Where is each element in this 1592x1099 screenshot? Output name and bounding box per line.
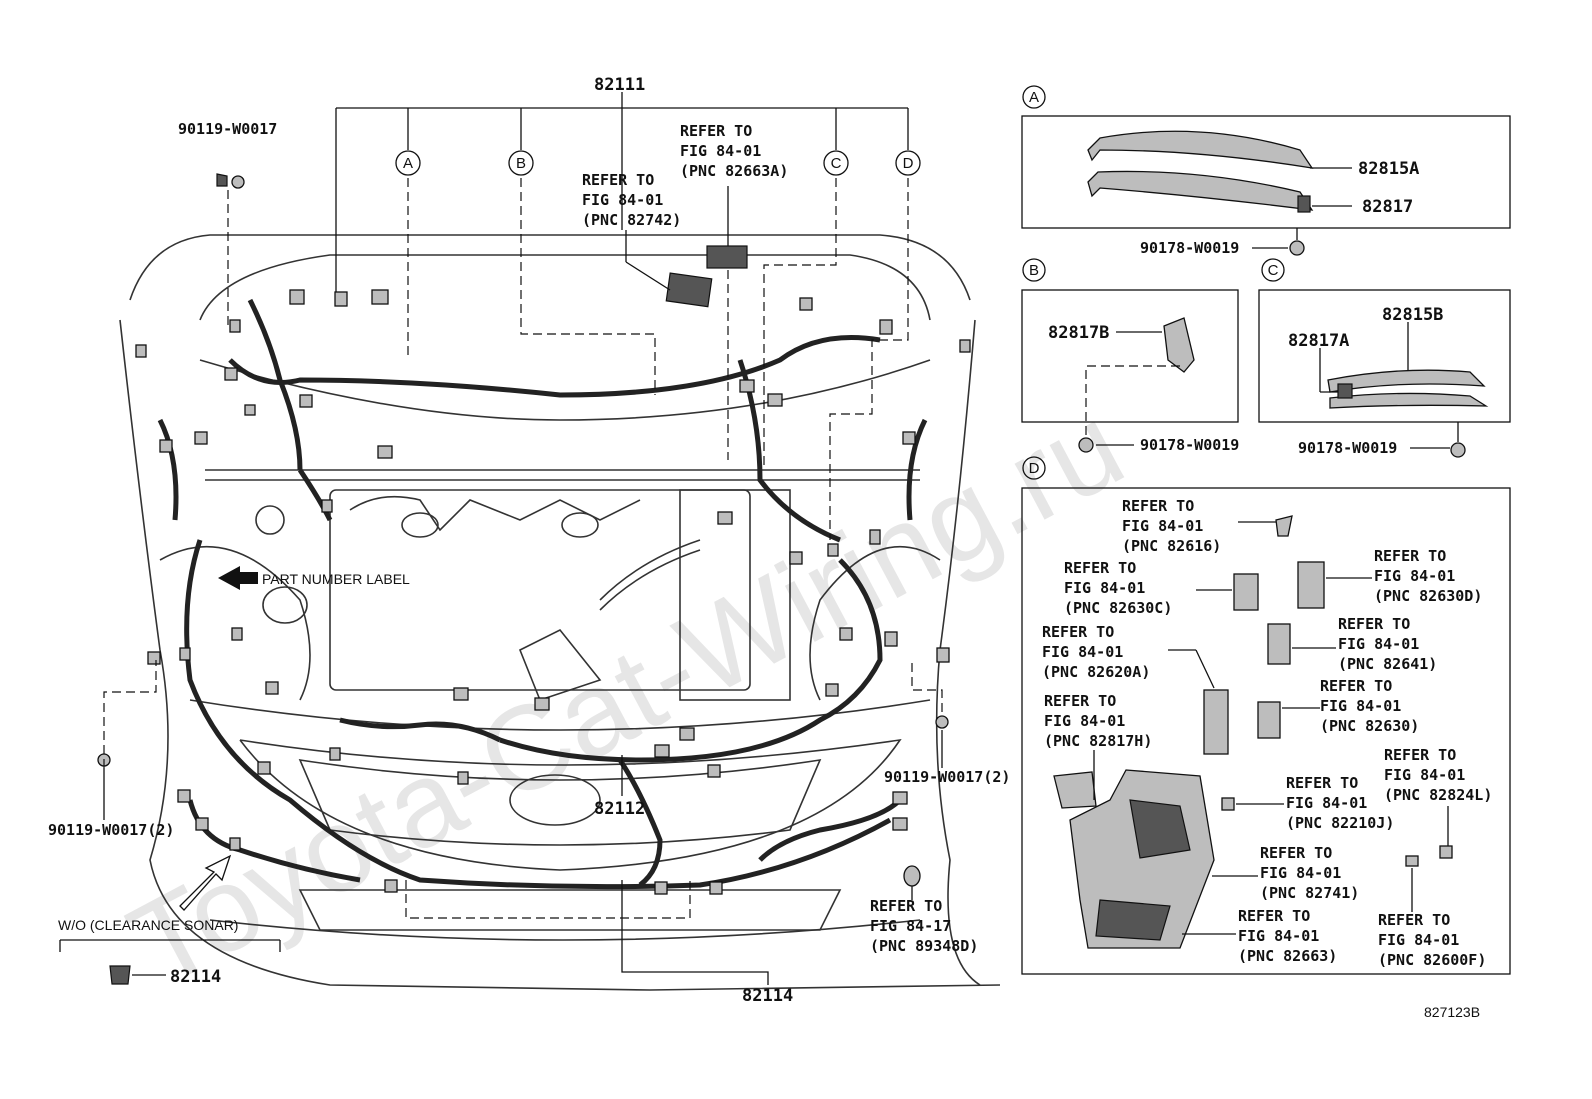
refer-line: (PNC 82641) xyxy=(1338,655,1437,673)
main-circle-tags: A B C D xyxy=(395,150,921,176)
refer-line: (PNC 82620A) xyxy=(1042,663,1150,681)
refer-line: FIG 84-01 xyxy=(1320,697,1401,715)
panel-c-part-90178: 90178-W0019 xyxy=(1298,439,1397,457)
refer-line: REFER TO xyxy=(1260,844,1332,862)
refer-line: (PNC 82630) xyxy=(1320,717,1419,735)
refer-line: FIG 84-01 xyxy=(1378,931,1459,949)
refer-line: REFER TO xyxy=(1044,692,1116,710)
refer-line: FIG 84-01 xyxy=(1374,567,1455,585)
panel-d-refer-82663: REFER TO FIG 84-01 (PNC 82663) xyxy=(1238,907,1337,965)
callout-lines xyxy=(59,92,943,985)
refer-line: (PNC 82817H) xyxy=(1044,732,1152,750)
panel-d-refer-82630c: REFER TO FIG 84-01 (PNC 82630C) xyxy=(1064,559,1172,617)
panel-a-part-90178: 90178-W0019 xyxy=(1140,239,1239,257)
panel-a-part-82815a: 82815A xyxy=(1358,159,1419,179)
refer-line: REFER TO xyxy=(1238,907,1310,925)
panel-b-part-82817b: 82817B xyxy=(1048,323,1109,343)
refer-line: FIG 84-01 xyxy=(1042,643,1123,661)
panel-d-refer-82630: REFER TO FIG 84-01 (PNC 82630) xyxy=(1320,677,1419,735)
refer-82663a-line3: (PNC 82663A) xyxy=(680,162,788,180)
circle-tag-b: B xyxy=(516,155,526,172)
panel-d-refer-82741: REFER TO FIG 84-01 (PNC 82741) xyxy=(1260,844,1359,902)
refer-line: FIG 84-01 xyxy=(1044,712,1125,730)
part-number-82114-wo: 82114 xyxy=(170,967,221,987)
refer-line: (PNC 82616) xyxy=(1122,537,1221,555)
main-labels: 82111 90119-W0017 REFER TO FIG 84-01 (PN… xyxy=(48,75,1010,1006)
refer-line: (PNC 82210J) xyxy=(1286,814,1394,832)
panel-d-refer-82824l: REFER TO FIG 84-01 (PNC 82824L) xyxy=(1384,746,1492,804)
circle-tag-d: D xyxy=(903,155,914,172)
refer-line: REFER TO xyxy=(1320,677,1392,695)
refer-line: FIG 84-01 xyxy=(1238,927,1319,945)
refer-line: REFER TO xyxy=(1042,623,1114,641)
refer-line: FIG 84-01 xyxy=(1260,864,1341,882)
part-number-82111: 82111 xyxy=(594,75,645,95)
refer-89348d-line3: (PNC 89348D) xyxy=(870,937,978,955)
refer-line: FIG 84-01 xyxy=(1286,794,1367,812)
refer-line: (PNC 82824L) xyxy=(1384,786,1492,804)
refer-89348d-line1: REFER TO xyxy=(870,897,942,915)
wo-clearance-sonar-label: W/O (CLEARANCE SONAR) xyxy=(58,917,238,933)
refer-line: FIG 84-01 xyxy=(1064,579,1145,597)
refer-line: REFER TO xyxy=(1378,911,1450,929)
refer-line: FIG 84-01 xyxy=(1122,517,1203,535)
circle-tag-c: C xyxy=(831,155,842,172)
diagram-code: 827123B xyxy=(1424,1004,1480,1020)
refer-82663a-line1: REFER TO xyxy=(680,122,752,140)
part-number-82114: 82114 xyxy=(742,986,793,1006)
panel-c-part-82817a: 82817A xyxy=(1288,331,1349,351)
panel-c-part-82815b: 82815B xyxy=(1382,305,1443,325)
panel-c: C 82815B 82817A 90178-W0019 xyxy=(1258,258,1511,458)
refer-line: REFER TO xyxy=(1374,547,1446,565)
part-number-90119-right: 90119-W0017(2) xyxy=(884,768,1010,786)
panel-d-refer-82817h: REFER TO FIG 84-01 (PNC 82817H) xyxy=(1044,692,1152,750)
refer-89348d-line2: FIG 84-17 xyxy=(870,917,951,935)
panel-d-refer-82210j: REFER TO FIG 84-01 (PNC 82210J) xyxy=(1286,774,1394,832)
refer-line: (PNC 82741) xyxy=(1260,884,1359,902)
panel-b-part-90178: 90178-W0019 xyxy=(1140,436,1239,454)
part-number-label-text: PART NUMBER LABEL xyxy=(262,571,410,587)
panel-a-tag: A xyxy=(1029,89,1039,106)
refer-line: REFER TO xyxy=(1384,746,1456,764)
connectors xyxy=(97,173,971,985)
panel-d-refer-82641: REFER TO FIG 84-01 (PNC 82641) xyxy=(1338,615,1437,673)
refer-82742-line2: FIG 84-01 xyxy=(582,191,663,209)
refer-line: FIG 84-01 xyxy=(1338,635,1419,653)
circle-tag-a: A xyxy=(403,155,413,172)
part-number-82112: 82112 xyxy=(594,799,645,819)
refer-line: (PNC 82630C) xyxy=(1064,599,1172,617)
part-number-90119-left: 90119-W0017(2) xyxy=(48,821,174,839)
panel-a-part-82817: 82817 xyxy=(1362,197,1413,217)
refer-line: (PNC 82600F) xyxy=(1378,951,1486,969)
panel-b: B 82817B 90178-W0019 xyxy=(1021,258,1239,454)
refer-line: FIG 84-01 xyxy=(1384,766,1465,784)
panel-d-tag: D xyxy=(1029,460,1040,477)
part-number-90119-top: 90119-W0017 xyxy=(178,120,277,138)
panel-b-tag: B xyxy=(1029,262,1039,279)
refer-line: REFER TO xyxy=(1286,774,1358,792)
panel-d-refer-82630d: REFER TO FIG 84-01 (PNC 82630D) xyxy=(1374,547,1482,605)
panel-d-refer-82600f: REFER TO FIG 84-01 (PNC 82600F) xyxy=(1378,911,1486,969)
refer-line: REFER TO xyxy=(1338,615,1410,633)
refer-line: REFER TO xyxy=(1122,497,1194,515)
refer-82742-line3: (PNC 82742) xyxy=(582,211,681,229)
refer-line: (PNC 82630D) xyxy=(1374,587,1482,605)
refer-line: (PNC 82663) xyxy=(1238,947,1337,965)
panel-c-tag: C xyxy=(1268,262,1279,279)
panel-a: A 82815A 82817 90178-W0019 xyxy=(1021,85,1511,257)
panel-d-refer-82620a: REFER TO FIG 84-01 (PNC 82620A) xyxy=(1042,623,1150,681)
panel-d-refer-82616: REFER TO FIG 84-01 (PNC 82616) xyxy=(1122,497,1221,555)
panel-d: D REFER TO FIG 84-01 (PN xyxy=(1021,456,1511,975)
refer-82742-line1: REFER TO xyxy=(582,171,654,189)
refer-line: REFER TO xyxy=(1064,559,1136,577)
refer-82663a-line2: FIG 84-01 xyxy=(680,142,761,160)
